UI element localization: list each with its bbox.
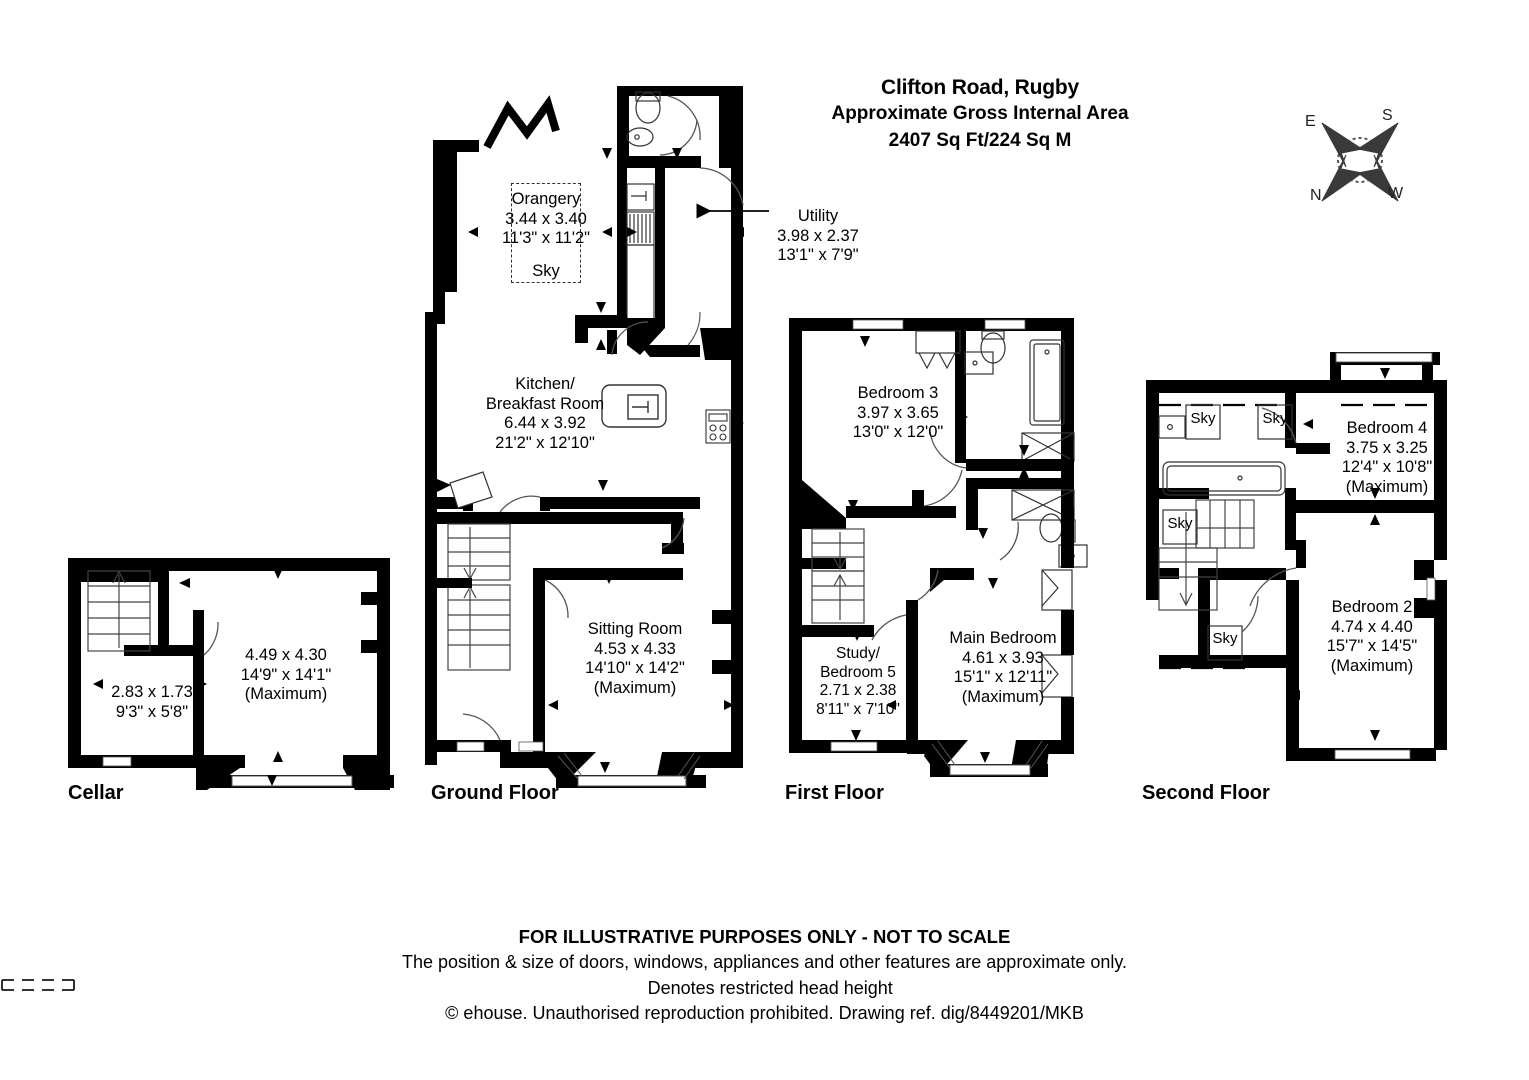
page-title: Clifton Road, Rugby bbox=[880, 76, 1079, 99]
footer-disclaimer-bold: FOR ILLUSTRATIVE PURPOSES ONLY - NOT TO … bbox=[518, 926, 1011, 947]
compass-label-w: W bbox=[1388, 185, 1404, 202]
room-label-cellar-small: 2.83 x 1.73 9'3" x 5'8" bbox=[111, 683, 193, 721]
floor-label-ground: Ground Floor bbox=[431, 782, 559, 804]
header-line-3: 2407 Sq Ft/224 Sq M bbox=[888, 130, 1072, 151]
ground-floor-plan bbox=[425, 86, 769, 788]
footer-legend-row: Denotes restricted head height bbox=[0, 978, 1529, 999]
compass-label-n: N bbox=[1310, 187, 1322, 204]
room-label-orangery: Orangery 3.44 x 3.40 11'3" x 11'2" Sky bbox=[501, 190, 591, 280]
orangery-sky-box bbox=[511, 183, 581, 283]
sky-label-4: Sky bbox=[1212, 630, 1238, 647]
compass-label-e: E bbox=[1305, 113, 1316, 130]
room-label-cellar-main: 4.49 x 4.30 14'9" x 14'1" (Maximum) bbox=[240, 646, 332, 703]
room-label-utility: Utility 3.98 x 2.37 13'1" x 7'9" bbox=[777, 207, 859, 264]
sky-label-1: Sky bbox=[1190, 410, 1216, 427]
floor-label-cellar: Cellar bbox=[68, 782, 124, 804]
cellar-plan bbox=[68, 558, 394, 790]
second-floor-plan bbox=[1146, 352, 1447, 761]
footer-copyright: © ehouse. Unauthorised reproduction proh… bbox=[445, 1003, 1084, 1023]
room-label-kitchen: Kitchen/ Breakfast Room 6.44 x 3.92 21'2… bbox=[485, 375, 605, 452]
room-label-bedroom-2: Bedroom 2 4.74 x 4.40 15'7" x 14'5" (Max… bbox=[1326, 598, 1418, 675]
compass-label-s: S bbox=[1382, 107, 1393, 124]
sky-label-2: Sky bbox=[1262, 410, 1288, 427]
room-label-study-bedroom-5: Study/ Bedroom 5 2.71 x 2.38 8'11" x 7'1… bbox=[816, 645, 900, 718]
first-floor-plan bbox=[789, 318, 1088, 777]
room-label-sitting-room: Sitting Room 4.53 x 4.33 14'10" x 14'2" … bbox=[585, 620, 685, 697]
floor-label-second: Second Floor bbox=[1142, 782, 1270, 804]
room-label-bedroom-4: Bedroom 4 3.75 x 3.25 12'4" x 10'8" (Max… bbox=[1341, 419, 1433, 496]
compass-rose: E S N W bbox=[1300, 105, 1420, 215]
floor-label-first: First Floor bbox=[785, 782, 884, 804]
header-line-2: Approximate Gross Internal Area bbox=[831, 103, 1129, 124]
footer-disclaimer-note: The position & size of doors, windows, a… bbox=[401, 952, 1128, 972]
sky-label-3: Sky bbox=[1167, 515, 1193, 532]
footer-legend-text: Denotes restricted head height bbox=[647, 978, 893, 998]
room-label-bedroom-3: Bedroom 3 3.97 x 3.65 13'0" x 12'0" bbox=[852, 384, 944, 441]
room-label-main-bedroom: Main Bedroom 4.61 x 3.93 15'1" x 12'11" … bbox=[949, 629, 1057, 706]
